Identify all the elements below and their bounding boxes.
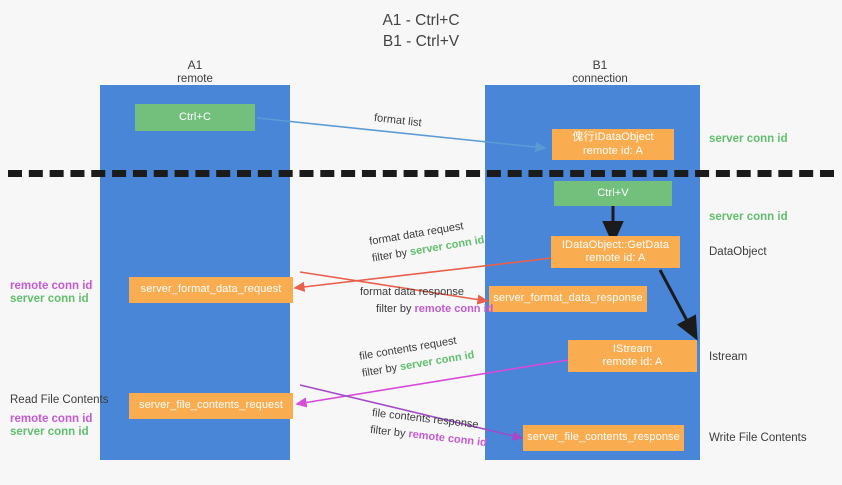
column-header-a1-name: A1 bbox=[187, 58, 203, 72]
box-ctrl-v[interactable]: Ctrl+V bbox=[554, 181, 672, 206]
label-format-list: format list bbox=[373, 111, 423, 130]
caption-server-conn-id-top: server conn id bbox=[709, 133, 788, 145]
column-header-b1: B1 connection bbox=[540, 58, 660, 86]
box-server-file-contents-request-label: server_file_contents_request bbox=[138, 399, 284, 412]
box-idataobject-getdata-line-1: IDataObject::GetData bbox=[561, 238, 670, 251]
box-server-file-contents-request[interactable]: server_file_contents_request bbox=[129, 393, 293, 419]
caption-server-conn-id-1: server conn id bbox=[10, 293, 89, 305]
box-idataobject-getdata[interactable]: IDataObject::GetData remote id: A bbox=[551, 236, 680, 268]
caption-data-object: DataObject bbox=[709, 246, 767, 258]
caption-write-file-contents: Write File Contents bbox=[709, 432, 807, 444]
column-header-a1-sub: remote bbox=[177, 73, 213, 85]
diagram-title: A1 - Ctrl+C B1 - Ctrl+V bbox=[0, 10, 842, 52]
label-file-contents-response-filter-prefix: filter by bbox=[369, 423, 410, 441]
label-format-data-request-filter-prefix: filter by bbox=[371, 246, 412, 265]
box-server-format-data-response[interactable]: server_format_data_response bbox=[489, 286, 647, 312]
box-ctrl-c-label: Ctrl+C bbox=[178, 110, 212, 123]
caption-remote-conn-id-1: remote conn id bbox=[10, 280, 93, 292]
box-server-format-data-request[interactable]: server_format_data_request bbox=[129, 277, 293, 303]
label-format-data-response: format data response filter by remote co… bbox=[360, 284, 493, 318]
column-header-b1-sub: connection bbox=[572, 73, 628, 85]
label-file-contents-request-filter-prefix: filter by bbox=[361, 361, 402, 380]
box-server-format-data-request-label: server_format_data_request bbox=[140, 283, 282, 296]
label-format-data-response-filter-prefix: filter by bbox=[376, 303, 415, 315]
caption-read-file-contents: Read File Contents bbox=[10, 394, 109, 406]
label-format-data-response-filter: filter by remote conn id bbox=[360, 301, 493, 318]
box-ctrl-c[interactable]: Ctrl+C bbox=[135, 104, 255, 131]
box-istream[interactable]: IStream remote id: A bbox=[568, 340, 697, 372]
box-istream-line-1: IStream bbox=[612, 342, 653, 355]
box-server-format-data-response-label: server_format_data_response bbox=[493, 292, 643, 305]
box-istream-line-2: remote id: A bbox=[602, 356, 663, 368]
column-header-a1: A1 remote bbox=[135, 58, 255, 86]
column-header-b1-name: B1 bbox=[592, 58, 608, 72]
phase-divider bbox=[8, 170, 834, 177]
caption-istream: Istream bbox=[709, 351, 748, 363]
box-idataobject-line-1: 傀行IDataObject bbox=[572, 131, 654, 143]
caption-remote-conn-id-2: remote conn id bbox=[10, 413, 93, 425]
label-file-contents-response: file contents response filter by remote … bbox=[369, 405, 489, 452]
box-ctrl-v-label: Ctrl+V bbox=[597, 186, 629, 199]
label-file-contents-request: file contents request filter by server c… bbox=[358, 330, 476, 382]
caption-server-conn-id-2: server conn id bbox=[10, 426, 89, 438]
box-idataobject-line-2: remote id: A bbox=[583, 144, 643, 157]
box-server-file-contents-response-label: server_file_contents_response bbox=[527, 431, 680, 444]
label-format-data-response-title: format data response bbox=[360, 286, 464, 298]
box-idataobject[interactable]: 傀行IDataObject remote id: A bbox=[552, 129, 674, 160]
title-line-1: A1 - Ctrl+C bbox=[382, 12, 460, 29]
label-format-data-response-filter-value: remote conn id bbox=[414, 303, 494, 315]
box-server-file-contents-response[interactable]: server_file_contents_response bbox=[523, 425, 684, 451]
label-format-data-request: format data request filter by server con… bbox=[368, 215, 486, 267]
title-line-2: B1 - Ctrl+V bbox=[382, 33, 460, 50]
caption-server-conn-id-mid: server conn id bbox=[709, 211, 788, 223]
box-idataobject-getdata-line-2: remote id: A bbox=[585, 252, 646, 264]
